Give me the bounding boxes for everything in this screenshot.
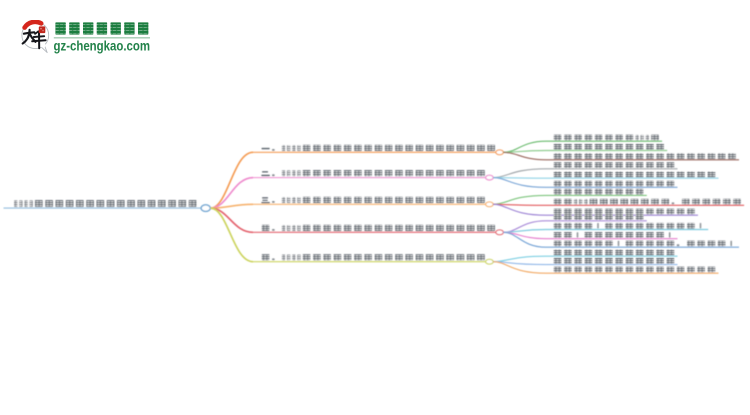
svg-text:gz-chengkao.com: gz-chengkao.com [54, 38, 151, 53]
